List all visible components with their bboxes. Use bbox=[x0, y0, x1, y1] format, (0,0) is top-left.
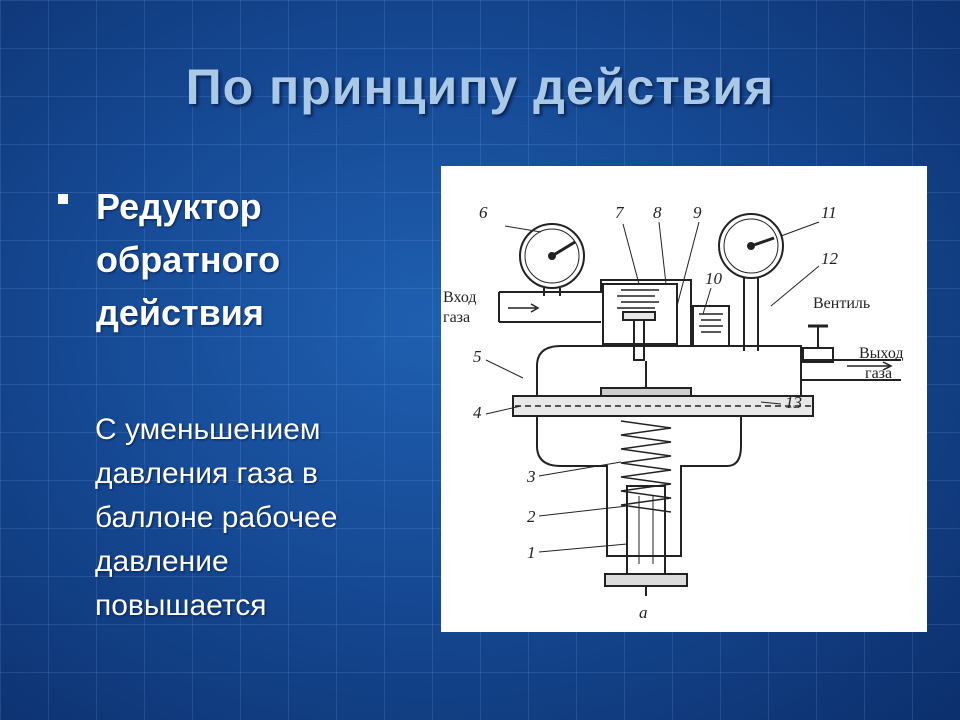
body-line: С уменьшением bbox=[95, 413, 321, 446]
part-number-label: 4 bbox=[473, 403, 482, 422]
diagram-caption: а bbox=[639, 603, 648, 622]
body-line: баллоне рабочее bbox=[95, 501, 338, 534]
part-number-label: 3 bbox=[526, 467, 536, 486]
inlet-label: Вход bbox=[443, 289, 477, 306]
square-bullet-icon bbox=[58, 194, 68, 204]
part-number-label: 7 bbox=[615, 203, 625, 222]
part-number-label: 2 bbox=[527, 507, 536, 526]
slide-title: По принципу действия bbox=[185, 59, 775, 115]
part-number-label: 8 bbox=[653, 203, 662, 222]
valve-label: Вентиль bbox=[813, 295, 870, 312]
bullet-heading: Редуктор обратного действия bbox=[96, 180, 418, 339]
inlet-label: газа bbox=[443, 309, 470, 326]
body-line: давление bbox=[95, 545, 229, 578]
part-number-label: 10 bbox=[705, 269, 723, 288]
outlet-label: газа bbox=[865, 365, 892, 382]
body-line: давления газа в bbox=[95, 457, 318, 490]
part-number-label: 9 bbox=[693, 203, 702, 222]
pressure-gauge-left bbox=[519, 223, 585, 289]
bullet-line: обратного bbox=[96, 239, 281, 280]
part-number-label: 13 bbox=[785, 393, 802, 412]
reducer-diagram: 6 7 8 9 10 11 12 5 4 13 3 2 1 Вход газа … bbox=[443, 203, 904, 622]
part-number-label: 12 bbox=[821, 249, 839, 268]
part-number-label: 11 bbox=[821, 203, 837, 222]
part-number-label: 6 bbox=[479, 203, 488, 222]
bullet-line: Редуктор bbox=[96, 186, 262, 227]
body-text: С уменьшением давления газа в баллоне ра… bbox=[95, 408, 415, 628]
pressure-gauge-right bbox=[718, 213, 784, 279]
outlet-label: Выход bbox=[859, 345, 904, 362]
body-line: повышается bbox=[95, 589, 267, 622]
bullet-line: действия bbox=[96, 292, 264, 333]
bullet-item: Редуктор обратного действия bbox=[58, 180, 418, 339]
part-number-label: 5 bbox=[473, 347, 482, 366]
reducer-diagram-panel: 6 7 8 9 10 11 12 5 4 13 3 2 1 Вход газа … bbox=[441, 166, 927, 632]
part-number-label: 1 bbox=[527, 543, 536, 562]
